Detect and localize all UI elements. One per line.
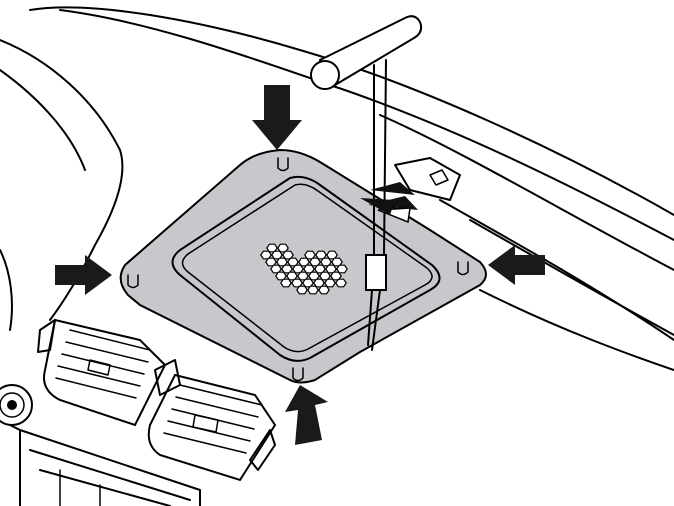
arrow-left — [55, 255, 112, 295]
speaker-hole — [280, 278, 292, 288]
motion-lines — [360, 182, 418, 224]
t-handle-tool — [310, 15, 423, 351]
clip-left — [127, 274, 139, 289]
clip-bottom — [292, 367, 304, 382]
control-knob — [0, 384, 33, 426]
arrow-right — [488, 245, 545, 285]
arrow-bottom — [285, 385, 328, 445]
clip-right — [457, 261, 469, 276]
speaker-hole — [296, 285, 308, 295]
speaker-hole-pattern — [260, 243, 348, 295]
speaker-hole — [318, 285, 330, 295]
dashboard-outline — [0, 6, 674, 371]
air-vent-left — [37, 318, 167, 427]
speaker-hole — [307, 285, 319, 295]
speaker-hole — [324, 278, 336, 288]
clip-top — [277, 157, 289, 172]
arrow-top — [252, 85, 302, 150]
speaker-hole — [336, 264, 348, 274]
speaker-hole — [335, 278, 347, 288]
air-vent-right — [147, 359, 277, 482]
